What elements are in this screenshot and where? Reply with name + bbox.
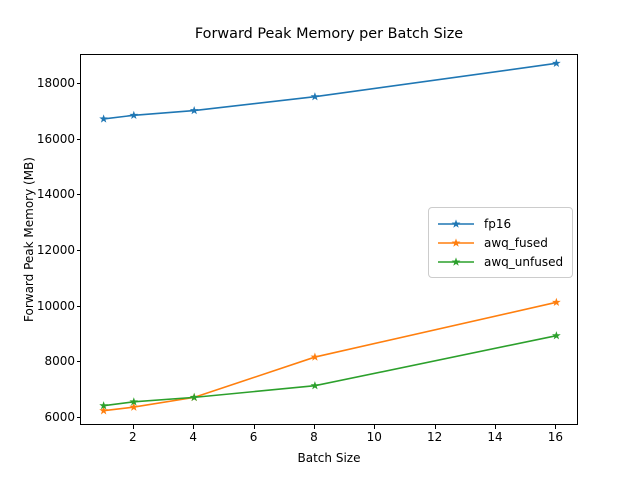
y-tick-mark [76, 138, 80, 140]
legend-line-marker-icon [437, 217, 475, 231]
legend-label: fp16 [484, 216, 512, 231]
x-tick-mark [434, 425, 436, 429]
legend-label: awq_unfused [484, 254, 564, 269]
x-tick-mark [374, 425, 376, 429]
y-tick-label: 16000 [36, 131, 75, 146]
x-tick-label: 8 [310, 430, 318, 444]
data-point-marker [310, 352, 320, 361]
legend-item-fp16[interactable]: fp16 [437, 214, 563, 233]
legend-line-marker-icon [437, 236, 475, 250]
data-point-marker [129, 397, 139, 406]
x-tick-label: 10 [366, 430, 382, 444]
legend-label: awq_fused [484, 235, 548, 250]
x-tick-mark [193, 425, 195, 429]
y-tick-mark [76, 361, 80, 363]
x-tick-label: 4 [189, 430, 197, 444]
series-awq_fused [99, 297, 561, 415]
legend-line-marker-icon [437, 255, 475, 269]
data-point-marker [551, 58, 561, 68]
data-point-marker [551, 297, 561, 307]
data-point-marker [99, 401, 109, 410]
y-tick-mark [76, 83, 80, 85]
data-point-marker [310, 381, 320, 390]
x-tick-label: 2 [128, 430, 137, 444]
y-tick-label: 8000 [44, 354, 75, 369]
y-tick-mark [76, 416, 80, 418]
x-tick-label: 14 [487, 430, 503, 444]
chart-title: Forward Peak Memory per Batch Size [194, 26, 464, 42]
legend-item-awq_fused[interactable]: awq_fused [437, 233, 563, 252]
y-tick-label: 18000 [36, 76, 75, 91]
data-point-marker [99, 114, 109, 123]
y-tick-label: 12000 [36, 242, 75, 257]
series-awq_unfused [99, 331, 561, 410]
x-tick-mark [555, 425, 557, 429]
x-tick-mark [313, 425, 315, 429]
x-tick-label: 12 [426, 430, 443, 444]
x-axis-label: Batch Size [297, 451, 361, 465]
x-tick-label: 6 [249, 430, 258, 444]
data-point-marker [551, 331, 561, 340]
data-point-marker [189, 392, 199, 402]
data-point-marker [99, 406, 109, 415]
y-axis-label: Forward Peak Memory (MB) [22, 157, 36, 322]
y-tick-mark [76, 249, 80, 251]
x-tick-mark [253, 425, 255, 429]
y-tick-label: 10000 [36, 298, 75, 313]
series-fp16 [99, 58, 561, 123]
series-canvas [99, 58, 561, 415]
series-line [103, 62, 557, 120]
data-point-marker [129, 402, 139, 411]
legend-item-awq_unfused[interactable]: awq_unfused [437, 252, 563, 271]
data-point-marker [189, 105, 199, 115]
x-tick-mark [132, 425, 134, 429]
series-line [103, 334, 557, 407]
y-tick-label: 6000 [44, 409, 75, 424]
series-line [103, 301, 557, 412]
y-tick-label: 14000 [36, 187, 75, 202]
x-tick-mark [495, 425, 497, 429]
y-tick-mark [76, 305, 80, 307]
y-tick-mark [76, 194, 80, 196]
data-point-marker [129, 110, 139, 120]
x-tick-label: 16 [547, 430, 563, 444]
legend-box: fp16 awq_fused awq_unfused [428, 207, 574, 278]
data-point-marker [310, 92, 320, 101]
